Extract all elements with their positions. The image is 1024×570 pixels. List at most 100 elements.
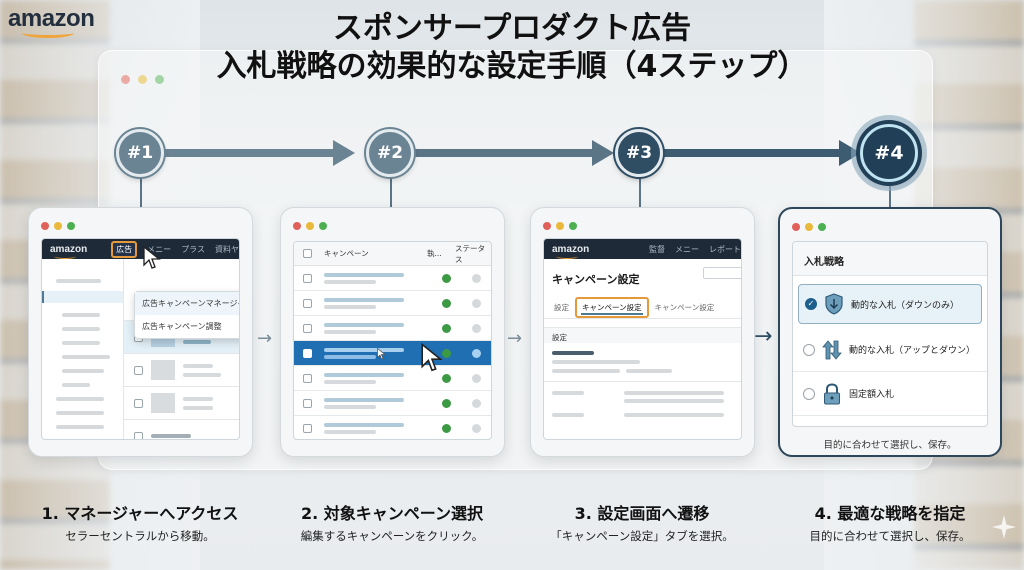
step-node-3: #3	[615, 129, 663, 177]
radio-checked[interactable]: ✓	[805, 298, 817, 310]
nav-menu[interactable]: メニー	[147, 244, 172, 254]
checkbox[interactable]	[302, 423, 312, 433]
step4-caption: 4. 最適な戦略を指定 目的に合わせて選択し、保存。	[770, 503, 1010, 544]
node-stem-1	[140, 176, 142, 208]
caption-title: 2. 対象キャンペーン選択	[301, 504, 483, 523]
title-line-1: スポンサープロダクト広告	[332, 11, 692, 46]
step3-card: amazon 監督 メニー レポート キャンペーン設定 設定 キャンペーン設定 …	[530, 207, 755, 457]
amazon-smile-icon	[22, 28, 74, 38]
nav-report[interactable]: レポート	[709, 244, 741, 254]
menu-item-campaign-manager[interactable]: 広告キャンペーンマネージャー	[135, 292, 239, 315]
checkbox[interactable]	[134, 398, 143, 408]
step-node-1: #1	[116, 129, 164, 177]
campaign-settings-title: キャンペーン設定	[552, 273, 640, 286]
step3-caption: 3. 設定画面へ遷移 「キャンペーン設定」タブを選択。	[522, 503, 762, 544]
nav-ads[interactable]: 広告	[111, 240, 138, 258]
amazon-header: amazon 監督 メニー レポート	[544, 239, 741, 259]
window-controls	[293, 222, 327, 230]
list-item[interactable]	[124, 354, 239, 387]
list-item[interactable]	[124, 420, 239, 439]
window-controls	[41, 222, 75, 230]
nav-supervise[interactable]: 監督	[649, 244, 665, 254]
step4-card: 入札戦略 ✓ 動的な入札（ダウンのみ） 動的な入札（アップとダウン） 固定額入札…	[778, 207, 1002, 457]
column-campaign[interactable]: キャンペーン	[324, 249, 369, 258]
section-settings: 設定	[544, 327, 741, 343]
sidebar	[42, 259, 124, 439]
checkbox[interactable]	[302, 348, 312, 358]
checkbox[interactable]	[134, 365, 143, 375]
checkbox[interactable]	[134, 431, 143, 439]
checkbox[interactable]	[302, 323, 312, 333]
amazon-header-logo: amazon	[50, 243, 88, 259]
column-status[interactable]: ステータス	[455, 243, 485, 264]
option-label: 固定額入札	[849, 390, 895, 400]
arrowhead-2-icon	[592, 140, 614, 166]
step2-caption: 2. 対象キャンペーン選択 編集するキャンペーンをクリック。	[272, 503, 512, 544]
step-node-4: #4	[860, 124, 918, 182]
caption-title: 4. 最適な戦略を指定	[814, 504, 966, 523]
step1-caption: 1. マネージャーへアクセス セラーセントラルから移動。	[20, 503, 260, 544]
panel-footer-note: 目的に合わせて選択し、保存。	[823, 440, 957, 451]
page-title: スポンサープロダクト広告 入札戦略の効果的な設定手順（4ステップ）	[0, 10, 1024, 86]
campaign-list	[124, 259, 239, 439]
checkbox[interactable]	[302, 398, 312, 408]
caption-subtitle: 編集するキャンペーンをクリック。	[300, 529, 484, 543]
table-row[interactable]	[294, 316, 491, 341]
mouse-cursor-icon	[143, 246, 161, 269]
option-dynamic-down-only[interactable]: ✓ 動的な入札（ダウンのみ）	[798, 284, 982, 324]
step1-card: amazon 広告 メニー プラス 資料ヤ	[28, 207, 253, 457]
menu-item-campaign-adjust[interactable]: 広告キャンペーン調整	[142, 322, 222, 331]
checkbox[interactable]	[302, 298, 312, 308]
nav-docs[interactable]: 資料ヤ	[215, 244, 239, 254]
window-controls	[543, 222, 577, 230]
option-fixed-bid[interactable]: 固定額入札	[793, 372, 987, 416]
settings-tabs: 設定 キャンペーン設定 キャンペーン設定	[544, 287, 741, 319]
text-cursor-icon	[377, 348, 386, 360]
table-row[interactable]	[294, 366, 491, 391]
table-row[interactable]	[294, 266, 491, 291]
tab-campaign-settings[interactable]: キャンペーン設定	[654, 303, 715, 312]
caption-title: 1. マネージャーへアクセス	[41, 504, 239, 523]
step2-card: キャンペーン 執... ステータス	[280, 207, 505, 457]
sidebar-active-item[interactable]	[42, 291, 123, 303]
amazon-header-logo: amazon	[552, 243, 590, 259]
search-input[interactable]	[703, 267, 741, 279]
nav-menu[interactable]: メニー	[675, 244, 699, 254]
caption-subtitle: 「キャンペーン設定」タブを選択。	[550, 529, 734, 543]
arrowhead-1-icon	[333, 140, 355, 166]
option-label: 動的な入札（ダウンのみ）	[851, 300, 960, 311]
table-header: キャンペーン 執... ステータス	[294, 242, 491, 266]
select-all-checkbox[interactable]	[302, 249, 312, 258]
settings-form	[544, 343, 741, 417]
arrow-right-icon: →	[754, 324, 773, 349]
ads-dropdown-menu: 広告キャンペーンマネージャー 広告キャンペーン調整	[134, 291, 239, 339]
window-controls	[792, 223, 826, 231]
mouse-cursor-icon	[421, 343, 443, 372]
radio-unchecked[interactable]	[803, 343, 815, 356]
column-exec[interactable]: 執...	[427, 249, 442, 258]
window-controls	[121, 75, 164, 84]
nav-plus[interactable]: プラス	[181, 244, 205, 254]
table-row[interactable]	[294, 291, 491, 316]
timeline-arrow-3	[663, 149, 841, 157]
option-dynamic-up-down[interactable]: 動的な入札（アップとダウン）	[793, 328, 987, 372]
title-line-2: 入札戦略の効果的な設定手順（4ステップ）	[216, 49, 808, 84]
timeline-arrow-2	[414, 149, 594, 157]
checkbox[interactable]	[302, 373, 312, 383]
tab-campaign-settings-active[interactable]: キャンペーン設定	[575, 297, 649, 318]
node-stem-2	[390, 176, 392, 208]
option-label: 動的な入札（アップとダウン）	[849, 346, 976, 356]
table-row[interactable]	[294, 416, 491, 439]
tab-settings[interactable]: 設定	[554, 303, 569, 312]
table-row[interactable]	[294, 391, 491, 416]
caption-subtitle: 目的に合わせて選択し、保存。	[809, 529, 971, 543]
bid-strategy-title: 入札戦略	[793, 242, 987, 276]
node-stem-4	[889, 183, 891, 208]
amazon-header: amazon 広告 メニー プラス 資料ヤ	[42, 239, 239, 259]
list-item[interactable]	[124, 387, 239, 420]
up-down-arrows-icon	[822, 339, 842, 360]
table-row-selected[interactable]	[294, 341, 491, 366]
radio-unchecked[interactable]	[803, 387, 815, 400]
caption-title: 3. 設定画面へ遷移	[574, 504, 710, 523]
checkbox[interactable]	[302, 273, 312, 283]
